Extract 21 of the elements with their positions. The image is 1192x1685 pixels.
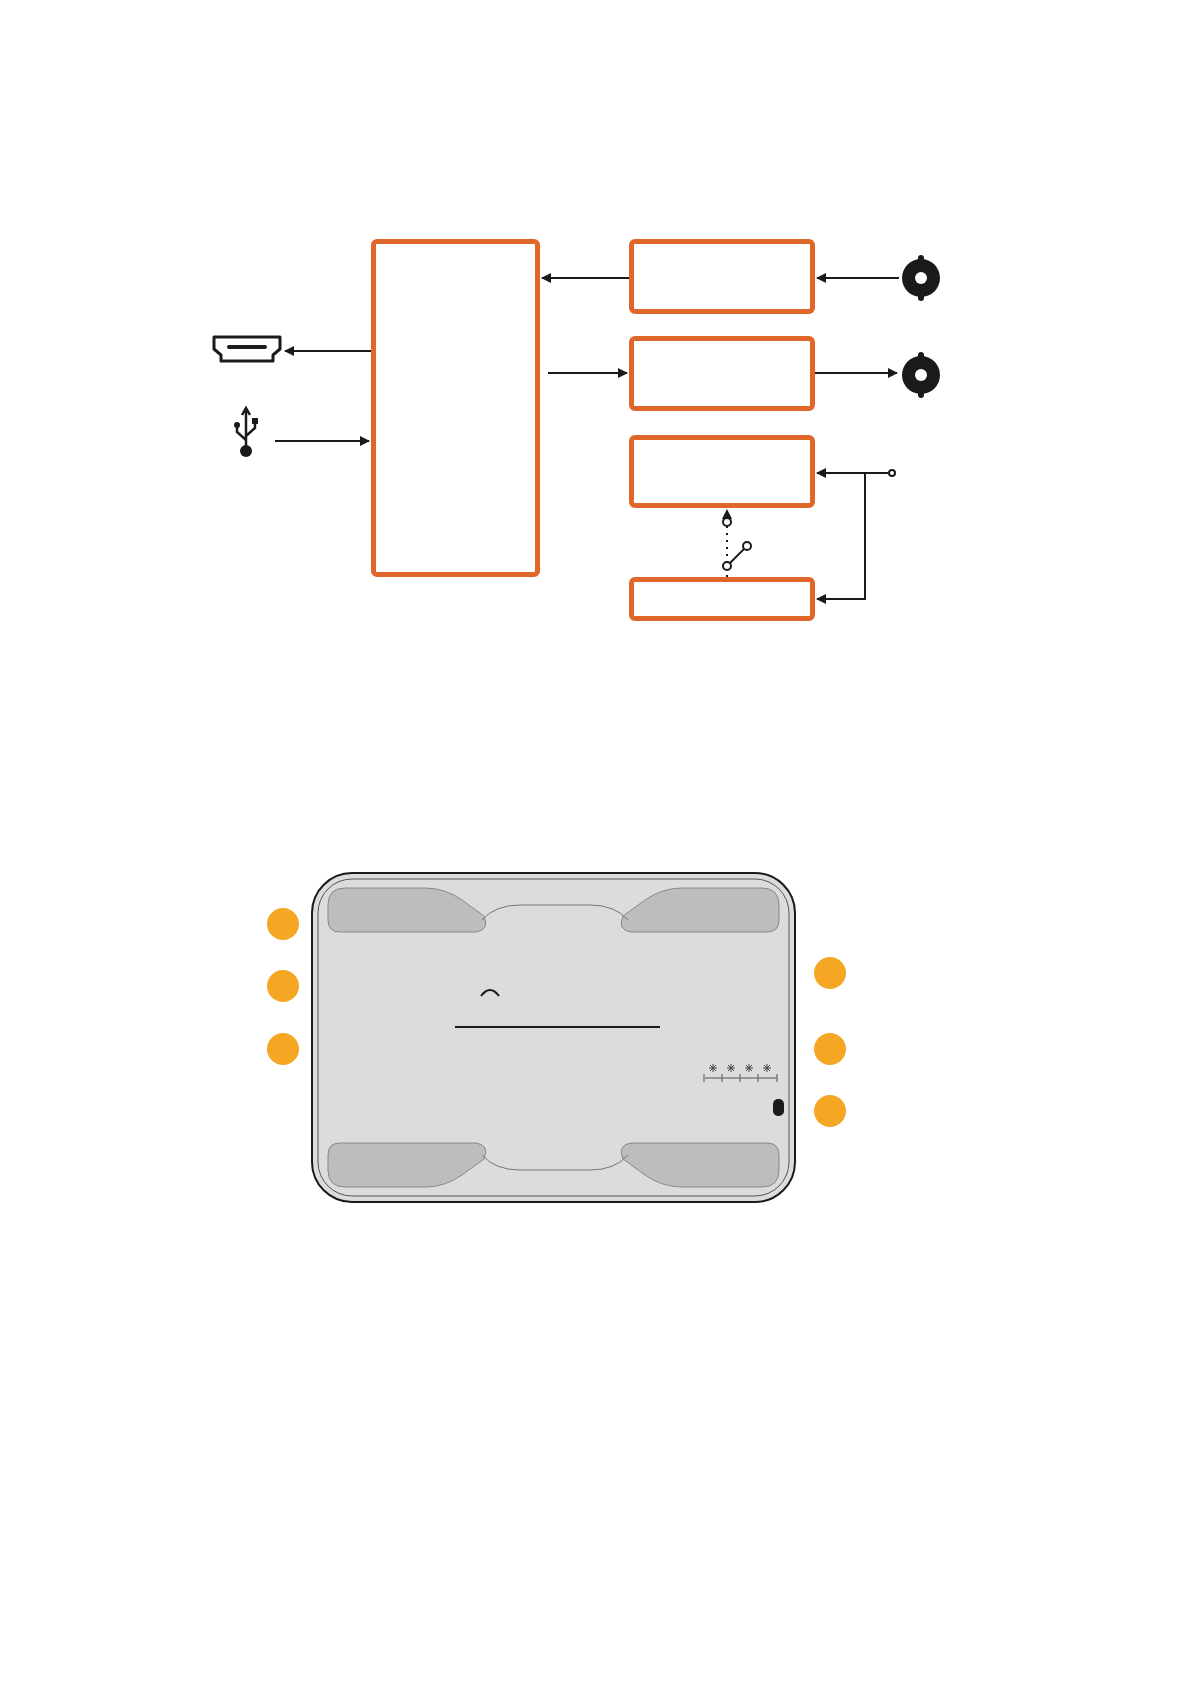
callout-dot <box>814 957 846 989</box>
callout-dot <box>267 908 299 940</box>
callout-dot <box>814 1033 846 1065</box>
arrow <box>541 273 630 283</box>
callout-dot <box>267 1033 299 1065</box>
block-box <box>629 239 815 314</box>
switch-link <box>722 509 752 578</box>
terminal-circle <box>888 469 896 477</box>
block-box <box>629 577 815 621</box>
arrow <box>816 468 889 478</box>
arrow <box>284 346 372 356</box>
arrow <box>816 273 900 283</box>
arrow <box>814 368 898 378</box>
callout-dot <box>814 1095 846 1127</box>
block-box <box>629 336 815 411</box>
callout-dot <box>267 970 299 1002</box>
block-box <box>629 435 815 508</box>
block-box <box>371 239 540 577</box>
arrow <box>816 472 866 604</box>
arrow <box>547 368 628 378</box>
arrow <box>274 436 370 446</box>
